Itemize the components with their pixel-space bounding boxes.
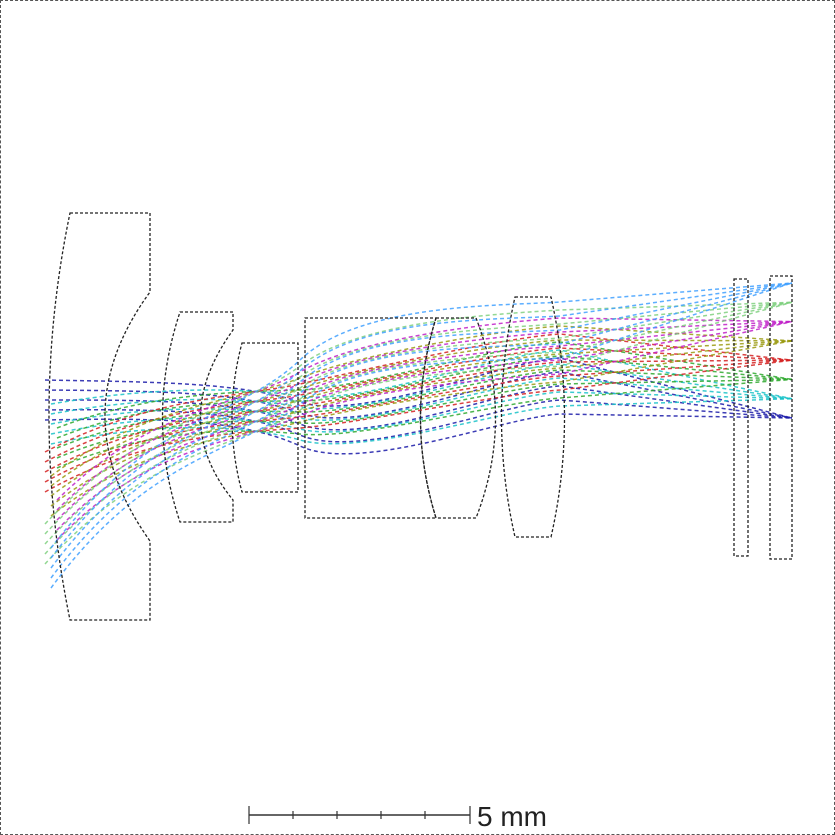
- ray-path: [44, 301, 793, 545]
- ray-path: [44, 301, 793, 555]
- ray-path: [56, 320, 793, 521]
- ray-path: [50, 325, 793, 477]
- ray-path: [50, 349, 793, 405]
- ray-path: [44, 359, 793, 483]
- ray-path: [44, 301, 793, 525]
- scale-bar-label: 5 mm: [477, 801, 547, 832]
- ray-path: [50, 340, 793, 517]
- cover-glass: [769, 275, 793, 560]
- filter-plate: [733, 278, 749, 557]
- ray-path: [56, 355, 793, 439]
- ray-path: [50, 282, 793, 589]
- ray-path: [50, 282, 793, 579]
- second-meniscus-lens: [161, 311, 234, 523]
- lens-elements-group: [48, 212, 793, 621]
- ray-path: [56, 320, 793, 531]
- ray-fan-group: [44, 282, 793, 589]
- ray-path: [56, 317, 793, 501]
- ray-path: [50, 282, 793, 569]
- ray-path: [50, 282, 793, 549]
- ray-path: [50, 340, 793, 507]
- scale-bar: 5 mm: [248, 801, 547, 832]
- ray-path: [44, 359, 793, 493]
- ray-path: [44, 333, 793, 453]
- ray-path: [56, 378, 793, 459]
- doublet-rear-element: [419, 317, 497, 519]
- third-lens: [231, 342, 299, 493]
- ray-path: [56, 369, 793, 449]
- ray-path: [56, 320, 793, 541]
- front-meniscus-lens: [48, 212, 151, 621]
- ray-path: [44, 301, 793, 535]
- ray-path: [56, 341, 793, 429]
- ray-path: [50, 282, 793, 559]
- biconvex-lens: [500, 296, 566, 538]
- ray-path: [56, 320, 793, 511]
- ray-path: [44, 301, 793, 565]
